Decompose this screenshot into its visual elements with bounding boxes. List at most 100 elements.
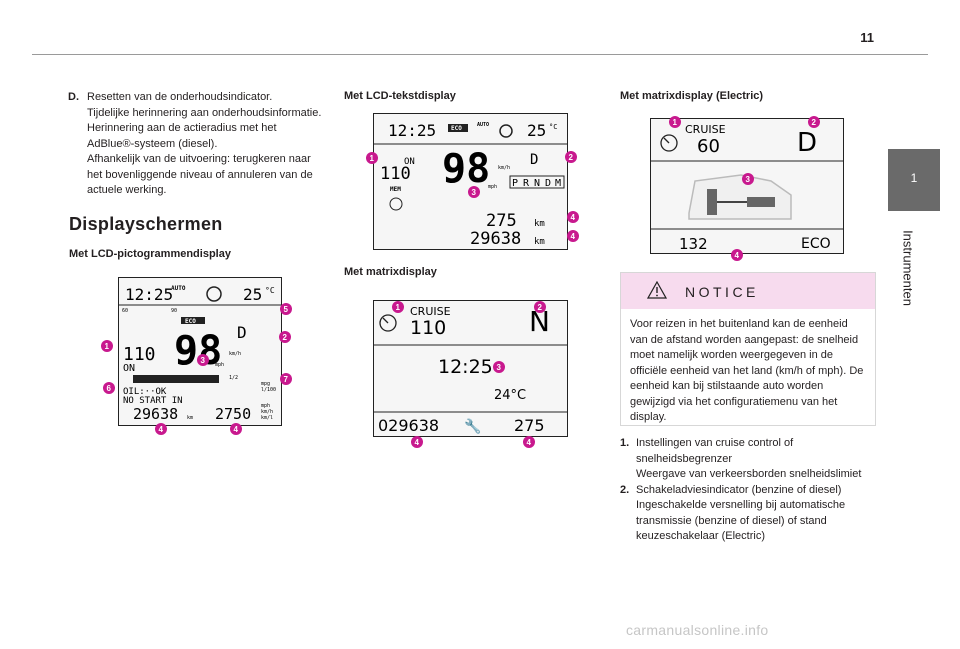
callout-label: 3	[746, 175, 751, 184]
drive-mode: ECO	[801, 236, 831, 252]
callout-1	[669, 116, 681, 128]
range-digits: 2750	[215, 405, 251, 423]
callout-4b	[567, 230, 579, 242]
callout-label: 1	[673, 118, 678, 127]
lcd-text-display: 12:25 ECO AUTO 25 °C ON 110 98 km/h mph …	[366, 113, 579, 250]
callout-label: 3	[497, 363, 502, 372]
callout-label: 4	[571, 232, 576, 241]
cruise-label: CRUISE	[410, 305, 451, 318]
range-unit-kmh: km/h	[261, 409, 273, 415]
temp-unit: °C	[265, 286, 275, 295]
gear-n: N	[534, 178, 540, 189]
speed-unit-kmh: km/h	[229, 351, 241, 357]
callout-4	[411, 436, 423, 448]
range-unit-kml: km/l	[261, 415, 273, 421]
matrix-display: CRUISE 110 N 12:25 24°C 029638 🔧 275 1 2…	[373, 300, 568, 448]
lcd-text-art: 12:25 ECO AUTO 25 °C ON 110 98 km/h mph …	[366, 121, 579, 249]
cruise-icon	[660, 134, 678, 152]
callout-label: 1	[105, 342, 110, 351]
subhead-lcd-text: Met LCD-tekstdisplay	[344, 90, 456, 102]
callout-3	[197, 354, 209, 366]
matrix-electric-display: CRUISE 60 D 132 ECO 1 2 3 4	[650, 116, 844, 261]
range-unit-mph: mph	[261, 403, 270, 409]
gear-indicator: N	[529, 305, 550, 338]
brake-icon	[499, 124, 513, 138]
speed-unit-mph: mph	[215, 362, 224, 368]
callout-2	[565, 151, 577, 163]
callout-2	[534, 301, 546, 313]
callout-2	[279, 331, 291, 343]
cruise-needle	[382, 317, 389, 324]
gear-indicator: D	[530, 152, 538, 168]
odometer-unit: km	[187, 415, 193, 421]
callout-label: 4	[571, 213, 576, 222]
callout-label: 6	[107, 384, 112, 393]
scale-left: 60	[122, 308, 128, 314]
lcd-pictogram-display: 12:25 AUTO 25 °C 60 90 ECO 110 ON 98 km/…	[101, 277, 292, 435]
vehicle-diagram	[688, 174, 792, 220]
callout-1	[366, 152, 378, 164]
clock-text: 12:25	[438, 356, 493, 378]
callout-5	[280, 303, 292, 315]
speed-digits: 98	[442, 146, 490, 192]
notice-line: officiële eenheid van het land (km/h of …	[630, 364, 864, 377]
notice-line: eenheid kan bij stilstaande auto worden	[630, 380, 824, 392]
cruise-speed: 110	[380, 164, 411, 184]
temp-text: 24°C	[494, 388, 526, 403]
l100-unit: l/100	[261, 387, 276, 393]
list-item: 1. Instellingen van cruise control of sn…	[620, 436, 880, 483]
gear-p: P	[512, 178, 518, 189]
notice-line: gewijzigd via het configuratiemenu van h…	[630, 395, 838, 408]
notice-body: Voor reizen in het buitenland kan de een…	[630, 317, 867, 426]
item-d-line: het bovenliggende niveau of annuleren va…	[87, 168, 313, 181]
item-line: keuzeschakelaar (Electric)	[636, 530, 765, 542]
callout-3	[742, 173, 754, 185]
item-d-line: Tijdelijke herinnering aan onderhoudsinf…	[87, 106, 322, 119]
callout-label: 5	[284, 305, 289, 314]
gear-r: R	[523, 178, 530, 189]
callout-label: 2	[283, 333, 288, 342]
callout-4b	[523, 436, 535, 448]
item-d-line: Resetten van de onderhoudsindicator.	[87, 91, 273, 103]
mpg-unit: mpg	[261, 381, 270, 387]
item-number: 1.	[620, 437, 630, 449]
item-line: Instellingen van cruise control of	[636, 437, 794, 449]
callout-label: 2	[569, 153, 574, 162]
chapter-number: 1	[910, 171, 918, 185]
item-d-line: Afhankelijk van de uitvoering: terugkere…	[87, 153, 311, 165]
callout-1	[392, 301, 404, 313]
speed-unit-kmh: km/h	[498, 165, 510, 171]
range-unit: km	[534, 219, 545, 229]
eco-badge	[448, 124, 468, 132]
eco-label: ECO	[451, 125, 462, 132]
max-icon	[389, 197, 403, 211]
lcd-pictogram-art: 12:25 AUTO 25 °C 60 90 ECO 110 ON 98 km/…	[101, 285, 292, 435]
notice-line: van de afstand worden aangepast: de snel…	[630, 333, 859, 346]
chapter-label: Instrumenten	[898, 218, 918, 318]
notice-line: moet namelijk worden weergegeven in de	[630, 349, 834, 361]
scale-right: 90	[171, 308, 177, 314]
cruise-speed: 60	[697, 136, 720, 157]
mem-label: MEM	[390, 186, 401, 193]
item-line: Ingeschakelde versnelling bij automatisc…	[636, 499, 846, 511]
range-digits: 275	[486, 211, 517, 231]
callout-label: 4	[415, 438, 420, 447]
header-rule	[32, 54, 928, 55]
watermark: carmanualsonline.info	[626, 622, 769, 638]
callout-1	[101, 340, 113, 352]
temp-unit: °C	[549, 123, 557, 131]
numbered-list: 1. Instellingen van cruise control of sn…	[620, 436, 880, 545]
chapter-tab[interactable]: 1	[888, 149, 940, 211]
callout-label: 1	[370, 154, 375, 163]
range-digits: 132	[679, 235, 708, 253]
cruise-icon	[379, 314, 397, 332]
item-d-line: Herinnering aan de actieradius met het	[87, 122, 277, 134]
clock-text: 12:25	[388, 121, 436, 140]
item-d: D. Resetten van de onderhoudsindicator. …	[68, 90, 330, 199]
odometer: 29638	[133, 405, 178, 423]
callout-label: 4	[234, 425, 239, 434]
clock-text: 12:25	[125, 285, 173, 304]
odometer-unit: km	[534, 237, 545, 247]
item-d-line: actuele werking.	[87, 184, 167, 196]
item-letter: D.	[68, 91, 79, 103]
